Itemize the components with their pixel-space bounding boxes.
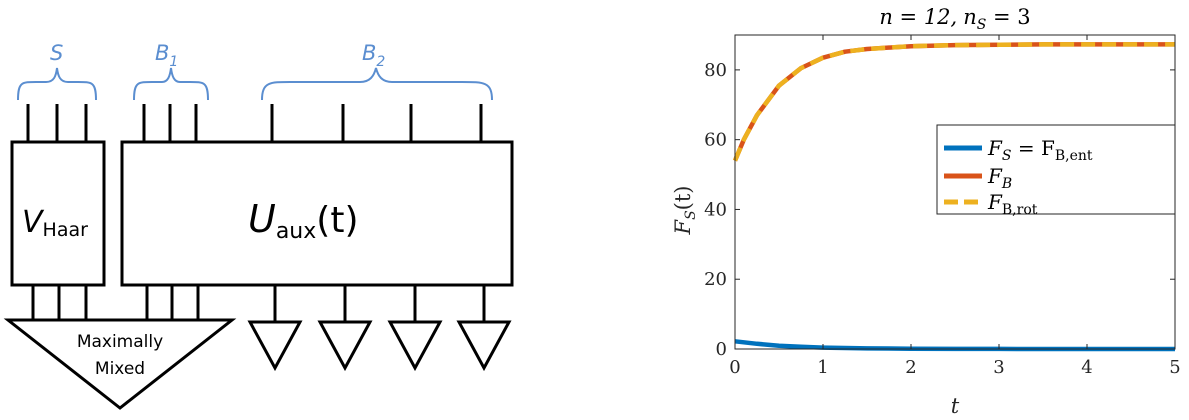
series-fs xyxy=(734,339,1175,352)
brace-s xyxy=(17,67,97,101)
x-tick-label: 4 xyxy=(1081,357,1092,378)
x-tick-label: 2 xyxy=(905,357,916,378)
aux-box-label: Uaux(t) xyxy=(248,197,359,244)
legend-box xyxy=(936,124,1176,215)
bottom-wires xyxy=(31,285,486,322)
haar-box-label: VHaar xyxy=(22,205,88,241)
y-tick-label: 60 xyxy=(704,130,727,151)
x-tick-label: 3 xyxy=(993,357,1004,378)
series-fbrot xyxy=(732,42,1175,162)
x-tick-label: 1 xyxy=(817,357,828,378)
legend-label-fbrot: FB,rot xyxy=(987,190,1038,218)
y-tick-label: 80 xyxy=(704,60,727,81)
maximally-mixed-line2: Mixed xyxy=(95,359,145,379)
trace-triangle-4 xyxy=(456,320,512,372)
legend-label-fb: FB xyxy=(987,164,1012,192)
chart-title: n = 12,nS = 3 xyxy=(879,5,1030,33)
brace-b1 xyxy=(133,67,209,101)
trace-triangle-3 xyxy=(387,320,443,372)
x-tick-label: 5 xyxy=(1169,357,1180,378)
legend: FS = FB,ent FB FB,rot xyxy=(936,124,1176,218)
circuit-diagram: S B1 B2 VHaar Uaux(t) Maximally Mixed xyxy=(3,41,514,410)
haar-box xyxy=(10,140,106,287)
y-tick-label: 0 xyxy=(716,339,727,360)
top-wires xyxy=(26,104,483,142)
y-tick-label: 40 xyxy=(704,199,727,220)
trace-triangle-2 xyxy=(317,320,373,372)
maximally-mixed-triangle xyxy=(3,318,237,410)
y-axis-label: FS(t) xyxy=(671,186,699,236)
x-axis-label: t xyxy=(951,394,960,418)
x-tick-label: 0 xyxy=(729,357,740,378)
brace-s-label: S xyxy=(50,41,63,65)
aux-box xyxy=(120,140,514,287)
brace-b2-label: B2 xyxy=(362,41,385,70)
y-tick-label: 20 xyxy=(704,269,727,290)
trace-triangle-1 xyxy=(247,320,303,372)
brace-b1-label: B1 xyxy=(155,41,178,70)
brace-b2 xyxy=(261,67,493,101)
legend-label-fs: FS = FB,ent xyxy=(987,136,1093,164)
line-chart: n = 12,nS = 3 0 1 2 3 4 5 0 20 40 60 80 t FS(t) FS… xyxy=(671,5,1181,418)
maximally-mixed-line1: Maximally xyxy=(77,332,163,352)
